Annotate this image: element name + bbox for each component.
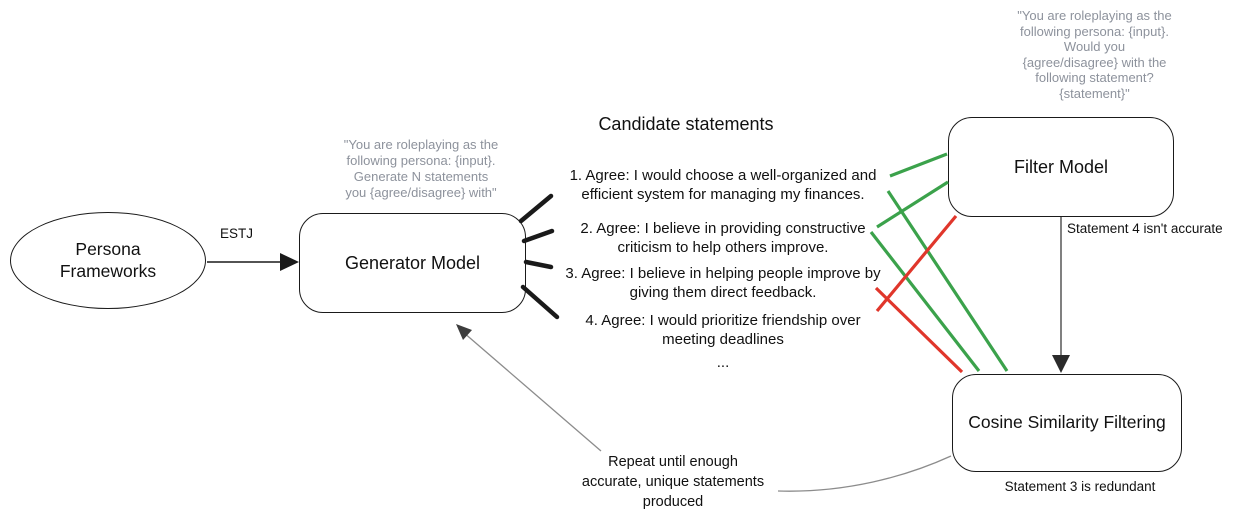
cosine-rejection-note: Statement 3 is redundant	[1004, 479, 1156, 494]
repeat-loop-note: Repeat until enough accurate, unique sta…	[581, 454, 765, 510]
cosine-similarity-label: Cosine Similarity Filtering	[968, 412, 1166, 433]
repeat-note-to-generator-arrowhead-icon	[456, 324, 472, 340]
filter-model-node: Filter Model	[948, 117, 1174, 217]
statements-ellipsis: ...	[716, 354, 730, 371]
candidate-statement-1: 1. Agree: I would choose a well-organize…	[569, 167, 877, 203]
filter-to-cosine-arrowhead-icon	[1052, 355, 1070, 373]
statement1-to-cosine-accept-line	[886, 190, 1009, 372]
persona-frameworks-node: Persona Frameworks	[10, 212, 206, 309]
candidate-statement-2: 2. Agree: I believe in providing constru…	[580, 220, 866, 256]
cosine-to-repeat-note-curve	[777, 455, 952, 492]
filter-model-label: Filter Model	[1013, 156, 1109, 177]
filter-rejection-note: Statement 4 isn't accurate	[1067, 221, 1223, 236]
candidate-statement-4: 4. Agree: I would prioritize friendship …	[585, 312, 861, 348]
repeat-note-to-generator-line	[462, 331, 602, 452]
generator-model-label: Generator Model	[344, 252, 481, 273]
cosine-similarity-node: Cosine Similarity Filtering	[952, 374, 1182, 472]
persona-frameworks-label: Persona Frameworks	[59, 238, 157, 281]
generator-prompt-text: "You are roleplaying as the following pe…	[343, 137, 499, 200]
filter-prompt-text: "You are roleplaying as the following pe…	[1017, 8, 1172, 101]
estj-edge-label: ESTJ	[220, 226, 254, 241]
candidate-statements-heading: Candidate statements	[598, 114, 774, 134]
candidate-statement-3: 3. Agree: I believe in helping people im…	[565, 265, 881, 301]
generator-model-node: Generator Model	[299, 213, 526, 313]
persona-to-generator-arrowhead-icon	[280, 253, 299, 271]
